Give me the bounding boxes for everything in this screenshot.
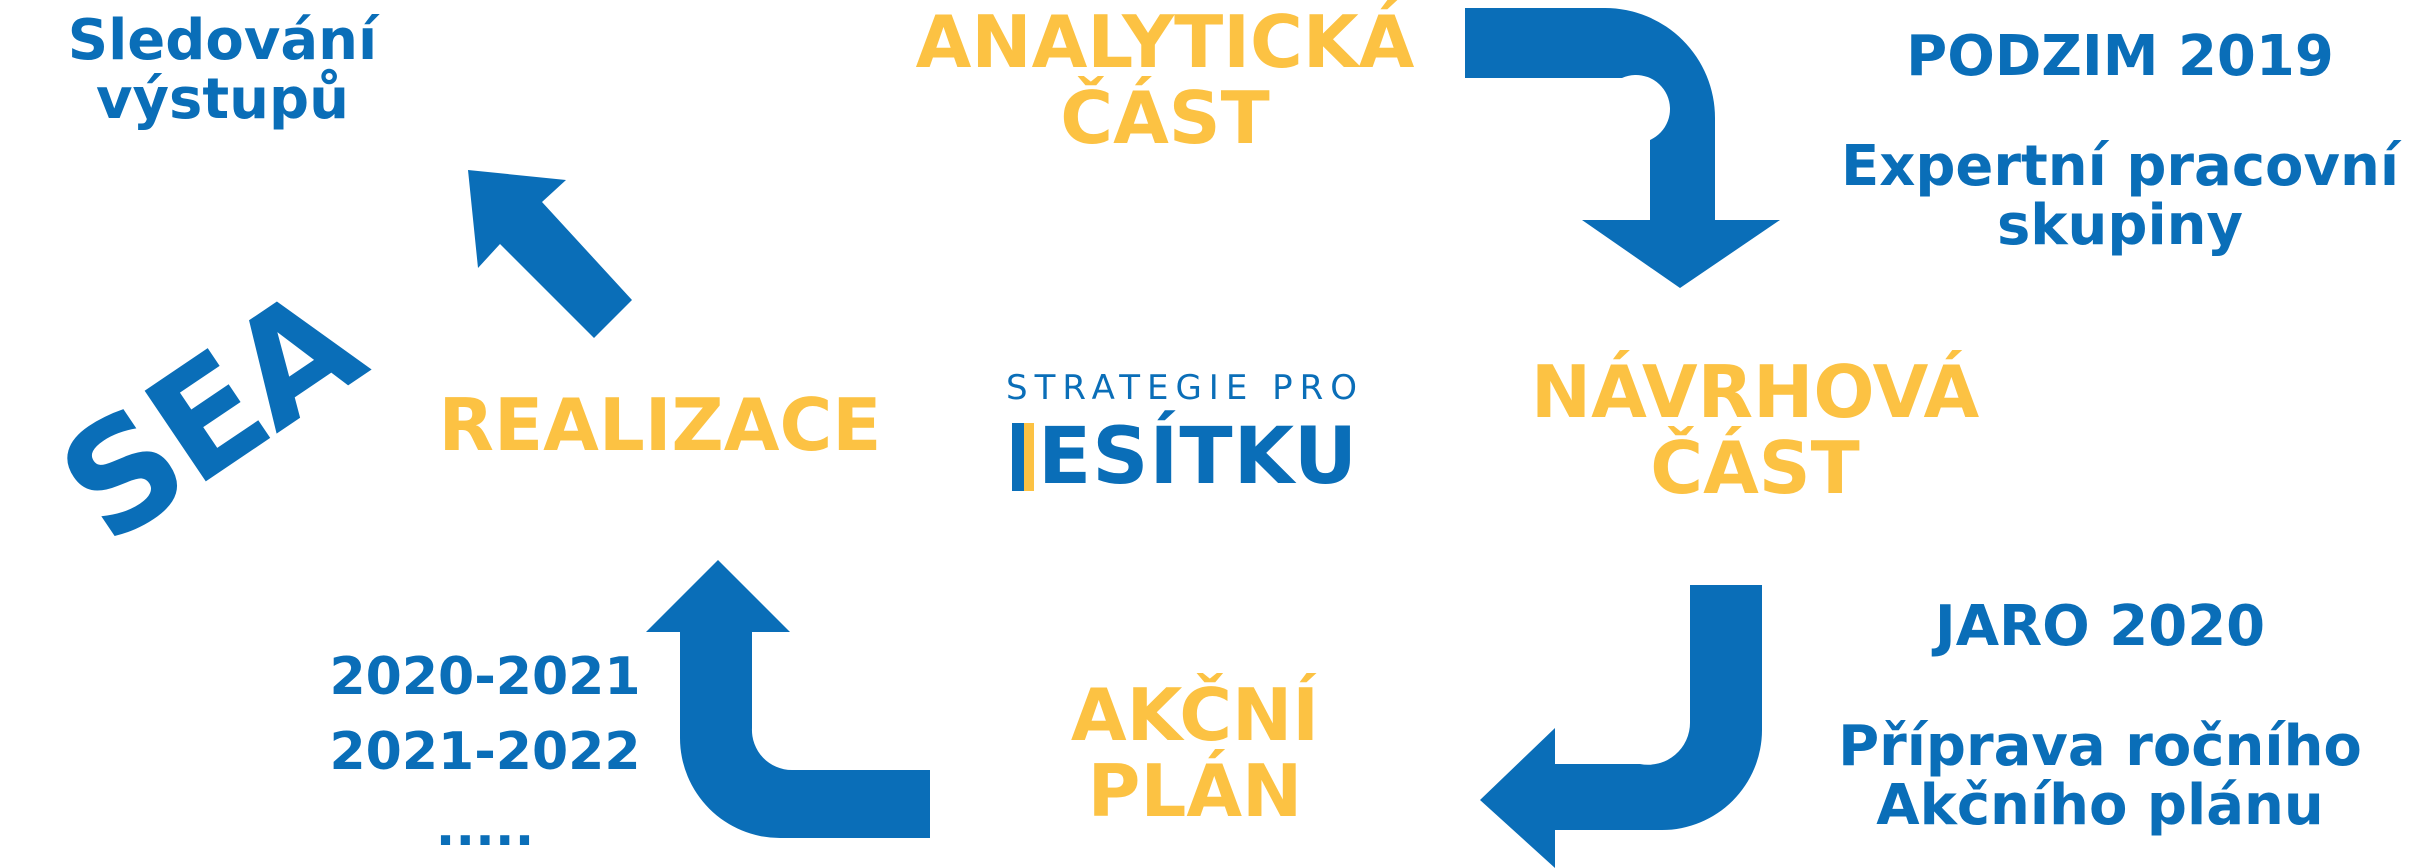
phase-action-line-2: PLÁN	[1087, 748, 1303, 833]
spring-text-line-2: Akčního plánu	[1876, 772, 2324, 838]
logo-strategie-pro-desitku: STRATEGIE PRO ESÍTKU	[995, 368, 1375, 502]
years-item-2: 2021-2022	[329, 722, 641, 783]
arrow-proposal-to-action	[1480, 585, 1762, 868]
phase-action-line-1: AKČNÍ	[1070, 673, 1320, 757]
logo-mark-icon	[1011, 423, 1034, 491]
spring-title: JARO 2020	[1934, 594, 2266, 659]
phase-action-plan: AKČNÍ PLÁN	[985, 673, 1405, 833]
phase-analytic: ANALYTICKÁ ČÁST	[890, 0, 1440, 160]
autumn-text: Expertní pracovní skupiny	[1800, 134, 2433, 258]
monitoring-line-1: Sledování	[67, 8, 378, 73]
logo-bottom-text: ESÍTKU	[1037, 412, 1359, 502]
autumn-title: PODZIM 2019	[1906, 24, 2334, 89]
years-item-1: 2020-2021	[329, 647, 641, 707]
years-item-3: .....	[435, 797, 535, 858]
spring-text-line-1: Příprava ročního	[1838, 714, 2362, 779]
logo-top-text: STRATEGIE PRO	[1005, 368, 1365, 408]
arrow-analytic-to-proposal	[1465, 8, 1780, 288]
phase-analytic-line-1: ANALYTICKÁ	[915, 0, 1415, 84]
logo-bottom: ESÍTKU	[995, 412, 1375, 502]
arrow-realization-to-monitoring	[468, 170, 632, 338]
phase-analytic-line-2: ČÁST	[1060, 75, 1270, 160]
arrow-action-to-realization	[646, 560, 930, 838]
monitoring-line-2: výstupů	[96, 66, 349, 132]
phase-proposal-line-2: ČÁST	[1650, 425, 1860, 510]
phase-proposal-line-1: NÁVRHOVÁ	[1530, 350, 1980, 434]
autumn-text-line-1: Expertní pracovní	[1840, 134, 2400, 199]
phase-proposal: NÁVRHOVÁ ČÁST	[1490, 350, 2020, 510]
monitoring-note: Sledování výstupů	[40, 8, 405, 132]
autumn-text-line-2: skupiny	[1996, 192, 2244, 258]
spring-text: Příprava ročního Akčního plánu	[1760, 714, 2433, 838]
phase-realization: REALIZACE	[438, 383, 882, 467]
years-list: 2020-2021 2021-2022 .....	[320, 640, 650, 866]
